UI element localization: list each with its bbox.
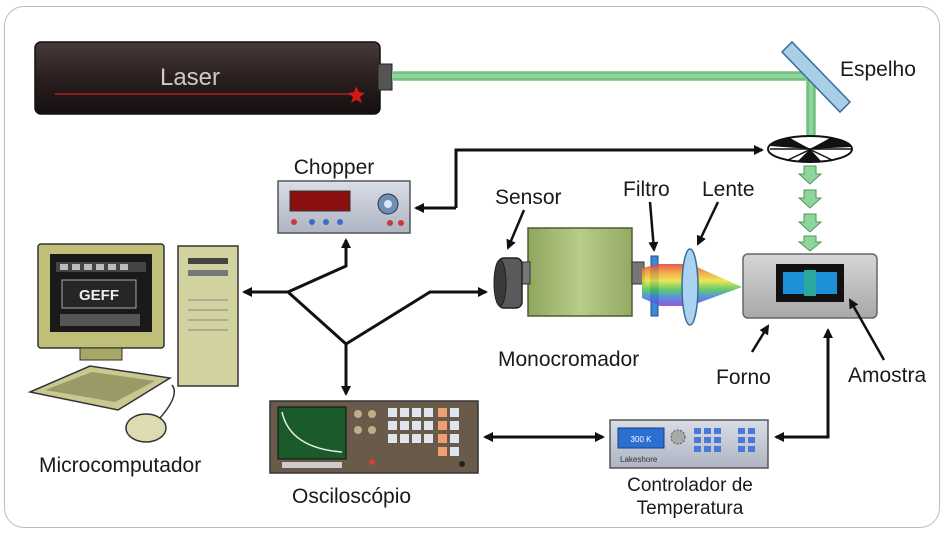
sensor	[493, 257, 523, 309]
arrow-to-chopper-wheel	[454, 145, 764, 208]
arrow-to-chopper	[287, 238, 351, 294]
monochromator	[517, 227, 645, 317]
forno-label: Forno	[716, 366, 771, 389]
osciloscopio-label: Osciloscópio	[292, 485, 411, 508]
chopped-beam	[797, 165, 823, 252]
controller-display: 300 K	[631, 435, 653, 444]
controller-brand: Lakeshore	[620, 455, 658, 464]
connection-lines	[242, 145, 886, 442]
laser-beam	[392, 71, 816, 140]
lens	[681, 248, 699, 326]
laser-device: Laser	[34, 41, 393, 115]
chopper-wheel	[767, 135, 853, 163]
temperature-controller: 300 K Lakeshore	[609, 419, 769, 469]
amostra-pointer	[848, 298, 886, 361]
espelho-label: Espelho	[840, 58, 916, 81]
oscilloscope	[269, 400, 479, 474]
microcomputador-label: Microcomputador	[39, 454, 201, 477]
chopper-controller	[277, 180, 411, 234]
screen-text: GEFF	[79, 287, 119, 304]
filtro-label: Filtro	[623, 178, 670, 201]
monocromador-label: Monocromador	[498, 348, 639, 371]
mirror	[780, 40, 852, 114]
sensor-pointer	[506, 209, 526, 250]
controlador-label-line2: Temperatura	[637, 498, 744, 519]
sensor-label: Sensor	[495, 186, 562, 209]
forno-pointer	[750, 324, 770, 353]
lente-pointer	[696, 201, 720, 246]
controlador-label-line1: Controlador de	[627, 475, 753, 496]
computer: GEFF	[27, 243, 239, 443]
filtro-pointer	[648, 201, 659, 252]
arrow-to-oven	[800, 328, 833, 439]
oven	[742, 253, 878, 319]
amostra-label: Amostra	[848, 364, 927, 387]
chopper-label: Chopper	[294, 156, 375, 179]
lente-label: Lente	[702, 178, 755, 201]
junction-left	[286, 290, 348, 346]
laser-label: Laser	[160, 64, 220, 91]
arrow-to-sensor	[345, 287, 488, 346]
